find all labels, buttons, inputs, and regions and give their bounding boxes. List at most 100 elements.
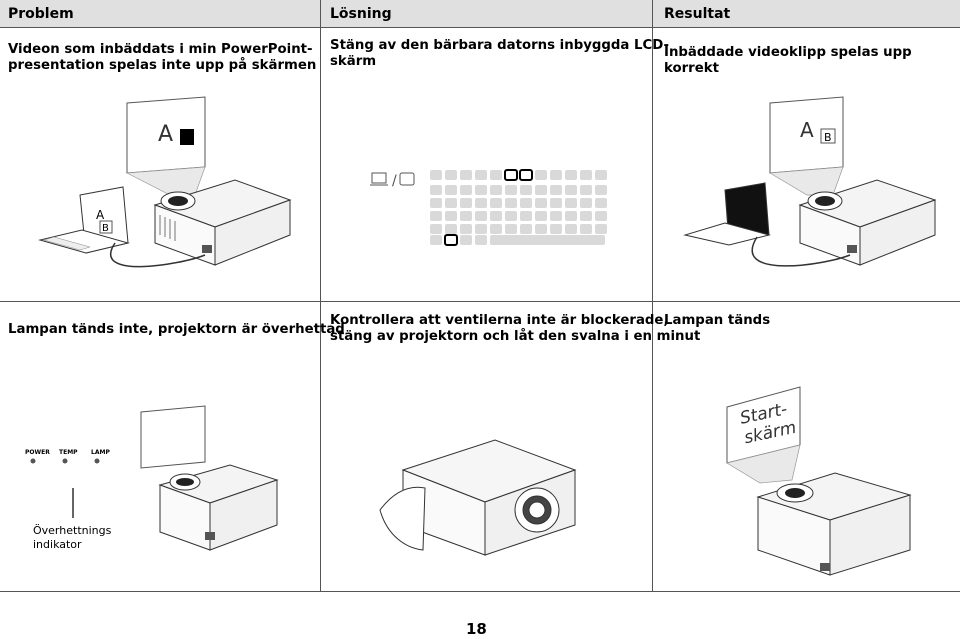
keyboard-key xyxy=(475,198,487,208)
text-line: Stäng av den bärbara datorns inbyggda LC… xyxy=(330,38,670,53)
keyboard-key xyxy=(565,211,577,221)
projector-icon xyxy=(401,439,577,556)
troubleshooting-table: Problem Lösning Resultat Videon som inbä… xyxy=(0,0,960,592)
result-letter-a: A xyxy=(800,118,814,142)
keyboard-key xyxy=(445,211,457,221)
laptop-projector-illustration: A A B xyxy=(38,96,292,268)
laptop-letter-b: B xyxy=(102,223,109,234)
row1-problem: Videon som inbäddats i min PowerPoint- p… xyxy=(8,42,316,74)
overheat-indicator-label: Överhettnings indikator xyxy=(33,524,115,551)
laptop-icon: A B xyxy=(38,186,130,254)
keyboard-key xyxy=(430,198,442,208)
keyboard-key xyxy=(444,234,458,246)
keyboard-key xyxy=(504,169,518,181)
keyboard-key xyxy=(460,224,472,234)
keyboard-key xyxy=(520,185,532,195)
svg-text:TEMP: TEMP xyxy=(59,449,78,456)
svg-text:POWER: POWER xyxy=(25,449,50,456)
result-laptop-projector-illustration: A B xyxy=(683,96,937,267)
header-result: Resultat xyxy=(664,6,731,22)
keyboard-key xyxy=(550,224,562,234)
keyboard-key xyxy=(505,211,517,221)
row2-result: Lampan tänds xyxy=(664,313,771,328)
keyboard-key xyxy=(475,235,487,245)
keyboard-key xyxy=(460,198,472,208)
keyboard-key xyxy=(430,185,442,195)
keyboard-key xyxy=(580,198,592,208)
keyboard-key xyxy=(550,211,562,221)
keyboard-key xyxy=(595,185,607,195)
projector-icon xyxy=(158,464,279,551)
keyboard-key xyxy=(595,224,607,234)
keyboard-key xyxy=(475,211,487,221)
text-line: presentation spelas inte upp på skärmen xyxy=(8,58,317,73)
black-box-icon xyxy=(180,129,194,145)
keyboard-key xyxy=(445,170,457,180)
keyboard-key xyxy=(580,185,592,195)
keyboard-key xyxy=(565,224,577,234)
keyboard-key xyxy=(535,211,547,221)
keyboard-key xyxy=(505,185,517,195)
keyboard-key xyxy=(460,170,472,180)
keyboard-key xyxy=(460,185,472,195)
keyboard-key xyxy=(580,224,592,234)
projector-icon xyxy=(798,179,937,266)
keyboard-key xyxy=(505,198,517,208)
result-letter-b: B xyxy=(824,131,832,144)
text-line: Videon som inbäddats i min PowerPoint- xyxy=(8,42,313,57)
keyboard-key xyxy=(460,211,472,221)
screen-letter-a: A xyxy=(158,122,173,147)
keyboard-key xyxy=(475,224,487,234)
keyboard-key xyxy=(535,224,547,234)
keyboard-key xyxy=(490,170,502,180)
divider xyxy=(320,0,321,592)
keyboard-key xyxy=(430,224,442,234)
laptop-black-screen-icon xyxy=(683,182,771,246)
divider xyxy=(0,591,960,592)
keyboard-key xyxy=(535,185,547,195)
divider xyxy=(0,301,960,302)
text-line: stäng av projektorn och låt den svalna i… xyxy=(330,329,701,344)
keyboard-key xyxy=(490,211,502,221)
projector-icon xyxy=(756,472,912,576)
laptop-letter-a: A xyxy=(96,208,105,222)
keyboard-key xyxy=(520,224,532,234)
hand-card-icon xyxy=(379,486,426,551)
keyboard-key xyxy=(430,211,442,221)
keyboard-key xyxy=(520,198,532,208)
keyboard-key xyxy=(430,235,442,245)
svg-text:/: / xyxy=(392,173,397,189)
keyboard-key xyxy=(535,170,547,180)
row2-solution: Kontrollera att ventilerna inte är block… xyxy=(330,313,700,345)
keyboard-key xyxy=(550,170,562,180)
text-line: Kontrollera att ventilerna inte är block… xyxy=(330,313,669,328)
status-leds: POWER TEMP LAMP xyxy=(25,449,110,464)
keyboard-key xyxy=(550,185,562,195)
keyboard-key xyxy=(580,211,592,221)
keyboard-key xyxy=(505,224,517,234)
svg-text:LAMP: LAMP xyxy=(91,449,110,456)
keyboard-key xyxy=(475,185,487,195)
keyboard-key xyxy=(445,185,457,195)
keyboard-key xyxy=(595,198,607,208)
row2-problem: Lampan tänds inte, projektorn är överhet… xyxy=(8,322,345,337)
divider xyxy=(652,0,653,592)
text-line: skärm xyxy=(330,54,377,69)
header-solution: Lösning xyxy=(330,6,392,22)
keyboard-key xyxy=(580,170,592,180)
vent-projector-illustration xyxy=(379,439,577,556)
start-screen-label: Start- skärm xyxy=(738,398,798,448)
row1-solution: Stäng av den bärbara datorns inbyggda LC… xyxy=(330,38,669,70)
keyboard-key xyxy=(535,198,547,208)
divider xyxy=(0,27,960,28)
page-number: 18 xyxy=(466,620,487,638)
keyboard-key xyxy=(550,198,562,208)
monitor-toggle-icon: / xyxy=(370,172,415,189)
keyboard-keys xyxy=(430,169,607,246)
keyboard-key xyxy=(565,170,577,180)
space-key xyxy=(490,235,605,245)
keyboard-key xyxy=(430,170,442,180)
keyboard-key xyxy=(490,198,502,208)
keyboard-key xyxy=(519,169,533,181)
row1-result: Inbäddade videoklipp spelas upp korrekt xyxy=(664,45,912,76)
